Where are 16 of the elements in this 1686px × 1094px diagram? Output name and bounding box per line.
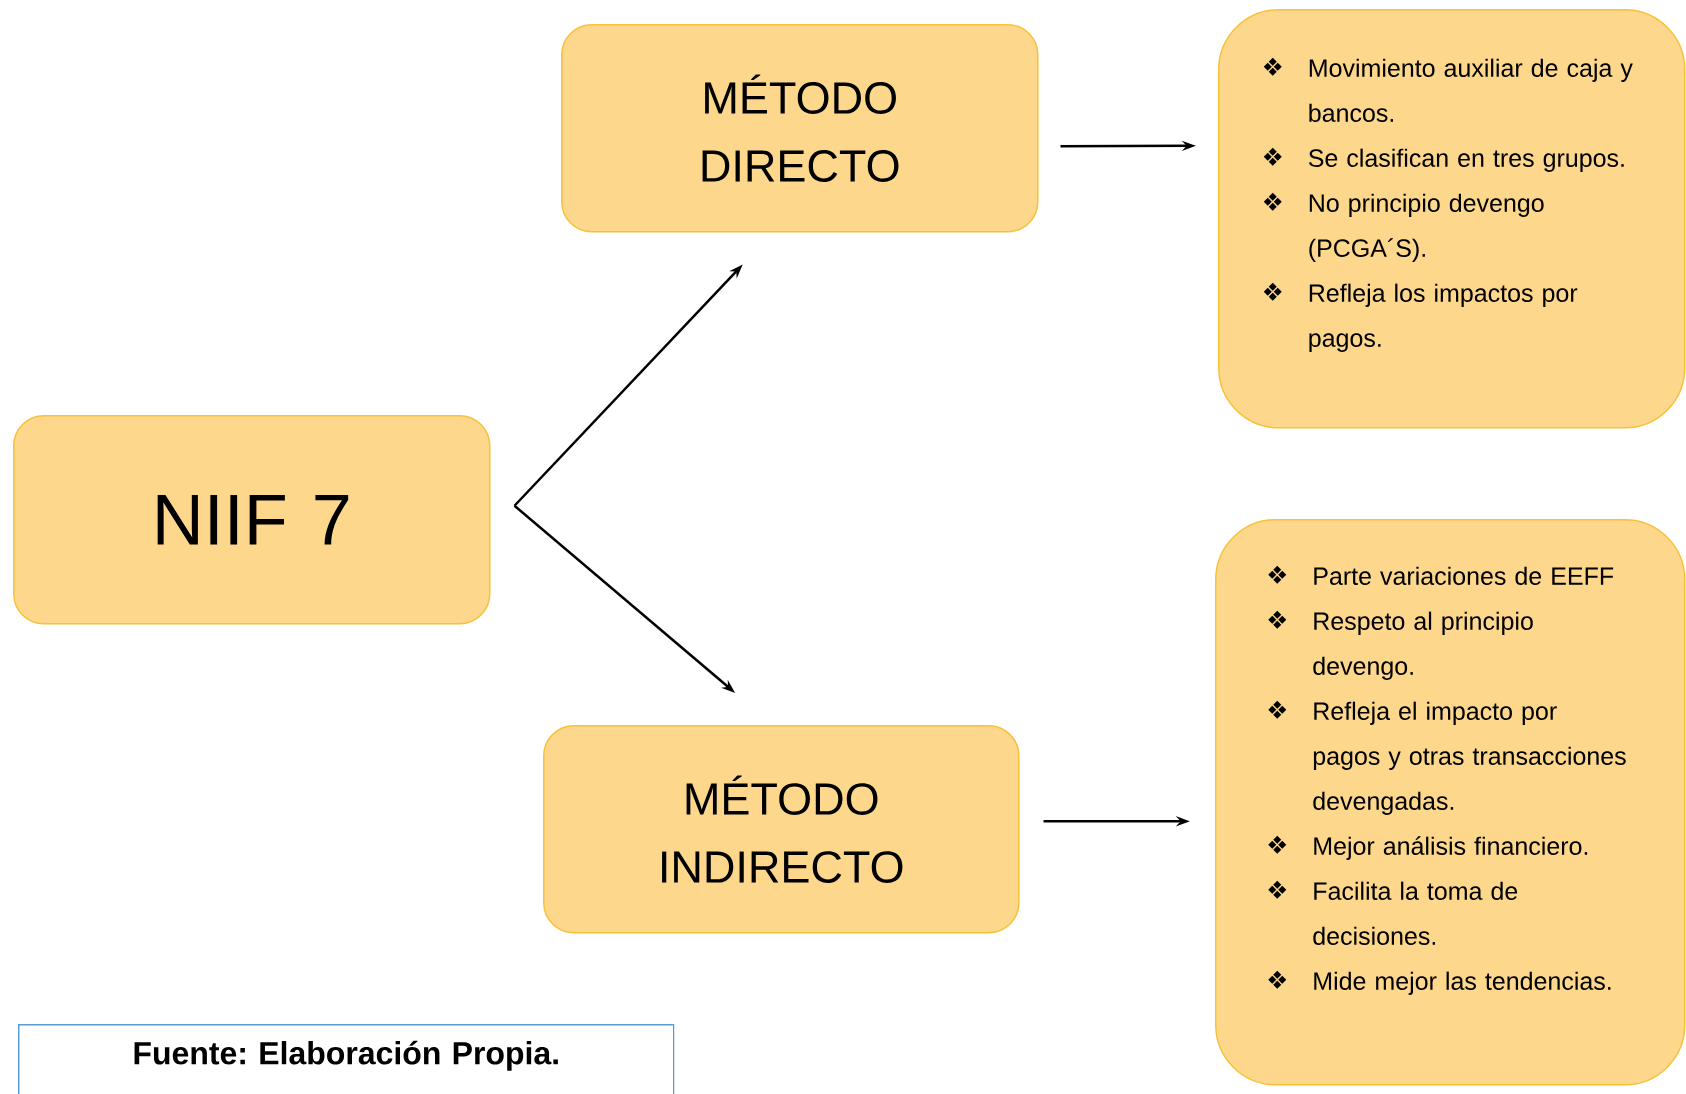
list-item: Facilita la toma de decisiones. [1313,881,1518,945]
bullet-list-box [1215,519,1686,1086]
bullet-list-box [1218,9,1686,429]
list-item: Mide mejor las tendencias. [1314,971,1611,995]
list-item: No principio devengo (PCGA´S). [1309,193,1544,262]
method-box: MÉTODO DIRECTO [561,24,1039,233]
list-item: Refleja los impactos por pagos. [1309,283,1578,352]
source-note-box: Fuente: Elaboración Propia. [18,1024,675,1094]
method-box: MÉTODO INDIRECTO [543,725,1020,934]
method-box: NIIF 7 [13,415,491,625]
list-item: Mejor análisis financiero. [1314,836,1588,860]
list-item: Respeto al principio devengo. [1313,611,1533,680]
list-item: Se clasifican en tres grupos. [1308,148,1624,172]
list-item: Refleja el impacto por pagos y otras transacciones devengadas. [1313,701,1626,815]
list-item: Parte variaciones de EEFF [1314,566,1614,585]
list-item: Movimiento auxiliar de caja y bancos. [1309,58,1633,122]
